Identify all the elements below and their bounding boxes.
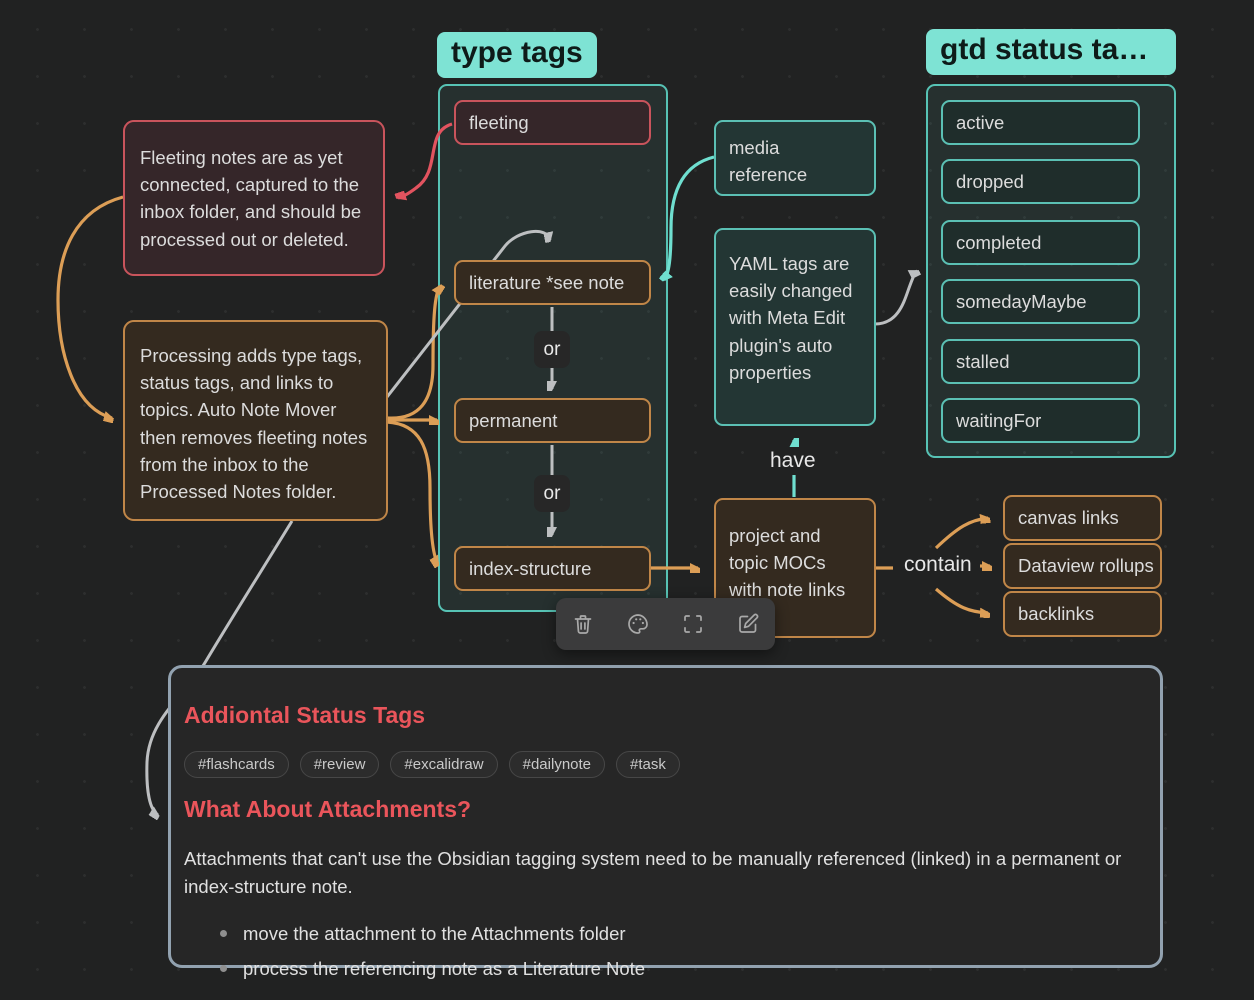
- node-completed-label: completed: [956, 231, 1042, 253]
- node-processing-note[interactable]: Processing adds type tags, status tags, …: [123, 320, 388, 521]
- node-completed[interactable]: completed: [941, 220, 1140, 265]
- node-dataview-rollups[interactable]: Dataview rollups: [1003, 543, 1162, 589]
- node-attachments-note[interactable]: Addiontal Status Tags #flashcards #revie…: [168, 665, 1163, 979]
- group-label-gtd-status[interactable]: gtd status ta…: [926, 29, 1176, 75]
- node-literature[interactable]: literature *see note: [454, 260, 651, 305]
- tag-task[interactable]: #task: [616, 751, 680, 778]
- edge-contain-to-backlinks: [934, 587, 988, 613]
- edge-label-or-2: or: [534, 475, 570, 512]
- bullet-item: process the referencing note as a Litera…: [220, 958, 1134, 980]
- node-permanent[interactable]: permanent: [454, 398, 651, 443]
- bottom-note-heading-attachments: What About Attachments?: [184, 796, 472, 822]
- node-fleeting-note[interactable]: Fleeting notes are as yet connected, cap…: [123, 120, 385, 276]
- group-label-type-tags-text: type tags: [451, 36, 583, 69]
- edit-icon: [738, 613, 758, 633]
- node-waitingfor[interactable]: waitingFor: [941, 398, 1140, 443]
- color-button[interactable]: [626, 612, 650, 636]
- node-permanent-label: permanent: [469, 409, 558, 431]
- node-active[interactable]: active: [941, 100, 1140, 145]
- edge-fleeting-note-to-processing-note: [56, 195, 124, 418]
- node-waitingfor-label: waitingFor: [956, 409, 1042, 431]
- edge-media-reference-to-literature: [664, 155, 715, 280]
- edge-label-or-2-text: or: [543, 482, 561, 504]
- node-backlinks-label: backlinks: [1018, 603, 1095, 624]
- tag-row: #flashcards #review #excalidraw #dailyno…: [184, 751, 1134, 778]
- node-yaml-note-text: YAML tags are easily changed with Meta E…: [729, 253, 853, 383]
- node-dataview-rollups-label: Dataview rollups: [1018, 555, 1154, 576]
- tag-flashcards[interactable]: #flashcards: [184, 751, 289, 778]
- node-somedaymaybe-label: somedayMaybe: [956, 290, 1087, 312]
- group-label-type-tags[interactable]: type tags: [437, 32, 597, 78]
- node-media-reference-text: media reference: [729, 137, 808, 186]
- edge-label-contain-text: contain: [904, 553, 972, 576]
- delete-button[interactable]: [571, 612, 595, 636]
- group-label-gtd-status-text: gtd status ta…: [940, 33, 1149, 66]
- node-canvas-links[interactable]: canvas links: [1003, 495, 1162, 541]
- node-somedaymaybe[interactable]: somedayMaybe: [941, 279, 1140, 324]
- bullet-dot-icon: [220, 930, 227, 937]
- node-yaml-note[interactable]: YAML tags are easily changed with Meta E…: [714, 228, 876, 426]
- node-processing-note-text: Processing adds type tags, status tags, …: [140, 345, 368, 502]
- node-fleeting[interactable]: fleeting: [454, 100, 651, 145]
- bullet-text-1: move the attachment to the Attachments f…: [243, 922, 626, 944]
- edge-processing-to-index-structure: [386, 420, 438, 564]
- edge-fleeting-to-fleeting-note: [398, 122, 453, 198]
- edge-processing-to-literature-top: [385, 229, 550, 398]
- node-index-structure-label: index-structure: [469, 557, 592, 579]
- edge-label-or-1-text: or: [543, 338, 561, 360]
- node-active-label: active: [956, 111, 1005, 133]
- node-stalled[interactable]: stalled: [941, 339, 1140, 384]
- node-dropped[interactable]: dropped: [941, 159, 1140, 204]
- palette-icon: [628, 614, 648, 634]
- node-fleeting-note-text: Fleeting notes are as yet connected, cap…: [140, 147, 362, 250]
- bullet-text-2: process the referencing note as a Litera…: [243, 957, 646, 979]
- edge-label-have-text: have: [770, 449, 816, 472]
- group-gtd-status[interactable]: [926, 84, 1176, 458]
- edge-yaml-to-gtd-group: [874, 269, 917, 326]
- node-canvas-links-label: canvas links: [1018, 507, 1119, 528]
- node-project-note-text: project and topic MOCs with note links: [729, 525, 846, 601]
- edge-label-contain: contain: [896, 551, 980, 579]
- edit-button[interactable]: [736, 612, 760, 636]
- node-media-reference[interactable]: media reference: [714, 120, 876, 196]
- bottom-note-heading-status-tags: Addiontal Status Tags: [184, 702, 426, 728]
- tag-dailynote[interactable]: #dailynote: [508, 751, 606, 778]
- tag-excalidraw[interactable]: #excalidraw: [390, 751, 498, 778]
- edge-contain-to-canvas-links: [934, 518, 988, 550]
- frame-icon: [684, 615, 702, 633]
- zoom-to-fit-button[interactable]: [681, 612, 705, 636]
- node-dropped-label: dropped: [956, 170, 1024, 192]
- node-toolbar: [556, 598, 775, 650]
- node-backlinks[interactable]: backlinks: [1003, 591, 1162, 637]
- node-stalled-label: stalled: [956, 350, 1010, 372]
- bullet-item: move the attachment to the Attachments f…: [220, 923, 1134, 945]
- edge-label-have: have: [762, 447, 824, 475]
- node-fleeting-label: fleeting: [469, 111, 529, 133]
- edge-processing-to-literature: [386, 286, 440, 420]
- trash-icon: [575, 615, 592, 634]
- node-index-structure[interactable]: index-structure: [454, 546, 651, 591]
- bottom-note-body: Attachments that can't use the Obsidian …: [184, 848, 1122, 897]
- tag-review[interactable]: #review: [299, 751, 380, 778]
- edge-label-or-1: or: [534, 331, 570, 368]
- node-literature-label: literature *see note: [469, 271, 625, 293]
- bullet-dot-icon: [220, 965, 227, 972]
